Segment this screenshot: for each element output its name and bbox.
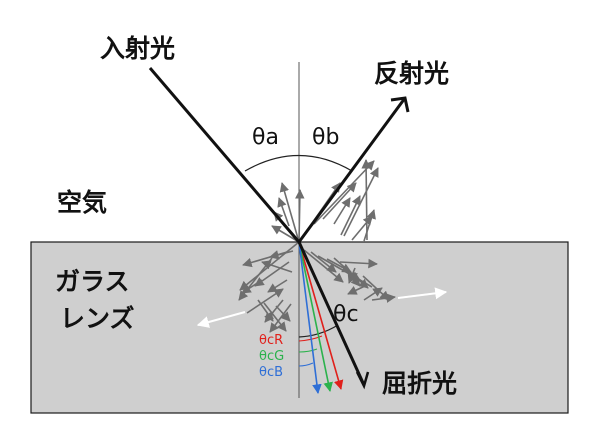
angle-arc-cB <box>298 362 314 367</box>
blue-ray <box>298 241 322 394</box>
reflected-ray <box>297 97 407 243</box>
scatter-arrow <box>371 293 396 303</box>
escaping-ray-left <box>196 311 246 328</box>
label-theta-b: θb <box>312 125 339 150</box>
label-incident-light: 入射光 <box>100 34 175 63</box>
scatter-arrow <box>333 197 351 225</box>
scatter-arrow <box>267 279 288 293</box>
scatter-arrow <box>264 299 284 323</box>
scatter-arrow <box>269 250 294 260</box>
refracted-ray-arrowhead <box>355 371 370 390</box>
label-theta-cG: θcG <box>259 349 284 364</box>
green-ray <box>298 241 333 392</box>
label-theta-cB: θcB <box>259 365 283 380</box>
scatter-arrow <box>241 279 263 294</box>
angle-arc-cG <box>298 348 318 353</box>
label-theta-a: θa <box>252 125 279 150</box>
scatter-arrow <box>363 287 383 301</box>
scatter-arrow <box>277 197 290 227</box>
scatter-arrow <box>351 215 373 241</box>
refracted-ray <box>297 241 366 386</box>
scatter-arrow <box>303 249 344 283</box>
scatter-arrow <box>322 182 357 220</box>
scatter-arrow <box>271 225 300 243</box>
label-theta-c: θc <box>333 302 359 327</box>
scatter-arrow <box>340 195 361 236</box>
escaping-ray-right <box>397 287 448 300</box>
label-refracted-light: 屈折光 <box>382 369 457 398</box>
scatter-arrow <box>295 189 305 243</box>
scatter-arrow <box>339 258 378 269</box>
label-air: 空気 <box>57 188 107 217</box>
label-glass-line2: レンズ <box>60 304 135 333</box>
scatter-arrow <box>313 160 375 225</box>
scatter-arrow <box>310 251 337 273</box>
scatter-arrow <box>347 285 366 295</box>
scatter-arrow <box>363 209 376 242</box>
angle-arc-c <box>298 324 339 338</box>
scatter-arrow <box>246 288 284 314</box>
scatter-arrow <box>343 167 379 237</box>
angle-arc-ab <box>244 155 353 172</box>
scatter-arrow <box>261 260 293 273</box>
label-glass-line1: ガラス <box>55 267 130 296</box>
scatter-arrow <box>347 272 373 288</box>
red-ray <box>298 241 344 390</box>
label-reflected-light: 反射光 <box>374 59 449 88</box>
scatter-arrow <box>269 303 292 333</box>
scatter-arrow <box>279 182 300 243</box>
scatter-arrow <box>254 261 290 287</box>
scatter-arrow <box>263 302 287 332</box>
scatter-arrow <box>361 159 371 241</box>
reflected-ray-arrowhead <box>390 96 410 113</box>
incident-ray <box>148 67 301 243</box>
label-theta-cR: θcR <box>259 333 283 348</box>
